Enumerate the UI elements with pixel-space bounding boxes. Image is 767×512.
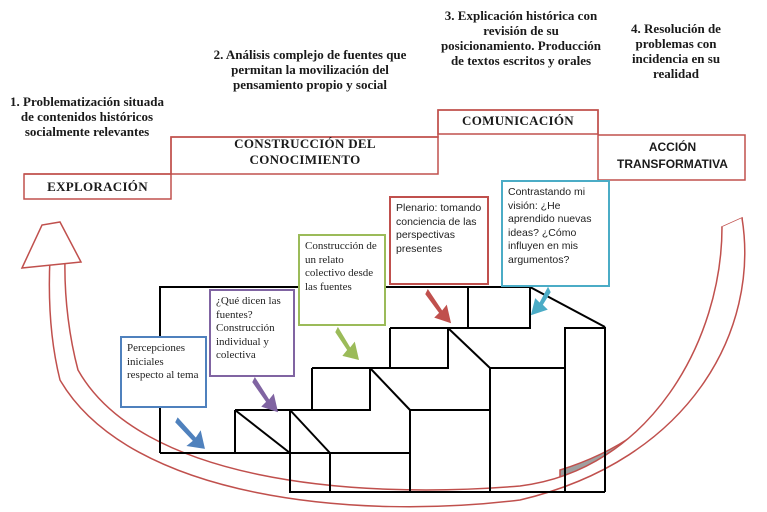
stage-4-title: 4. Resolución de problemas con incidenci… [631, 21, 721, 81]
stage-label-exploration: EXPLORACIÓN [47, 179, 148, 194]
cycle-arrowhead [20, 221, 83, 269]
exploration-label-frame [23, 173, 172, 200]
box-sources: ¿Qué dicen las fuentes? Construcción ind… [209, 289, 295, 377]
stage-label-communication: COMUNICACIÓN [462, 113, 574, 128]
stage-label-transformative: ACCIÓN TRANSFORMATIVA [617, 140, 728, 171]
stage-label-knowledge: CONSTRUCCIÓN DEL CONOCIMIENTO [234, 136, 376, 167]
stage-1-title: 1. Problematización situada de contenido… [10, 94, 164, 139]
arrow-red [425, 289, 452, 324]
knowledge-label-frame [170, 136, 439, 175]
stage-3-title: 3. Explicación histórica con revisión de… [440, 8, 602, 68]
arrow-green [335, 326, 360, 361]
arrow-purple [252, 376, 279, 413]
communication-label-frame [437, 109, 599, 135]
arrow-teal [530, 286, 551, 316]
box-initial-perceptions: Percepciones iniciales respecto al tema [120, 336, 207, 408]
arrow-blue [175, 417, 205, 449]
connector-arrows [175, 286, 551, 449]
box-plenary: Plenario: tomando conciencia de las pers… [389, 196, 489, 285]
box-collective-story: Construcción de un relato colectivo desd… [298, 234, 386, 326]
box-contrasting: Contrastando mi visión: ¿He aprendido nu… [501, 180, 610, 287]
stage-2-title: 2. Análisis complejo de fuentes que perm… [213, 47, 407, 92]
